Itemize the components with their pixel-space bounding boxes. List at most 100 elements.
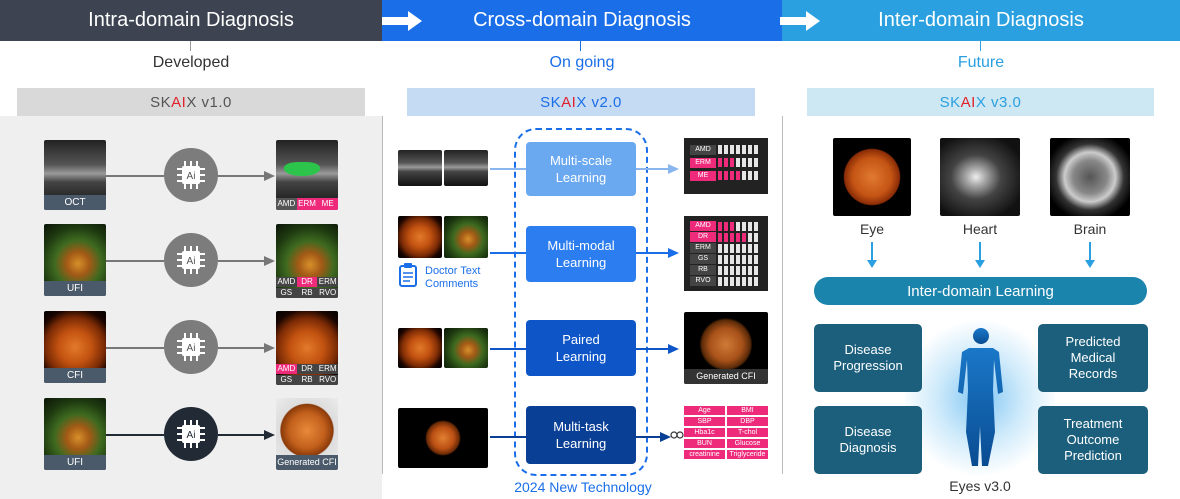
tag-me: ME [317, 198, 338, 210]
organ-eye-label: Eye [859, 221, 885, 237]
new-technology-frame [514, 128, 648, 476]
stage-2-header: Cross-domain Diagnosis [382, 0, 782, 41]
tag-gs: GS [276, 375, 297, 385]
heart-image [940, 138, 1020, 216]
metric-sbp: SBP [684, 417, 725, 426]
bar-dr: DR [690, 232, 716, 242]
cfi-pair-image [398, 216, 442, 258]
down-arrow-icon [867, 242, 877, 268]
inter-domain-learning-bar: Inter-domain Learning [814, 277, 1147, 305]
metric-hba1c: Hba1c [684, 428, 725, 437]
tag-erm: ERM [317, 277, 338, 287]
treatment-outcome-label: Treatment Outcome Prediction [1063, 416, 1123, 463]
ai-chip-icon: Ai [164, 407, 218, 461]
tag-erm: ERM [317, 364, 338, 374]
bar-gs: GS [690, 254, 716, 264]
ai-label: Ai [187, 343, 196, 354]
paired-learning-box: Paired Learning [526, 320, 636, 376]
scale-output-bars: AMD ERM ME [684, 138, 768, 194]
ufi-input-image: UFI [44, 224, 106, 296]
multi-task-learning-box: Multi-task Learning [526, 406, 636, 464]
ufi-pair-image [444, 328, 488, 368]
stage-1-title: Intra-domain Diagnosis [88, 9, 294, 31]
tag-rb: RB [296, 375, 318, 385]
version-1-pre: SK [150, 93, 172, 111]
metric-glucose: Glucose [727, 439, 768, 448]
version-1-post: X v1.0 [186, 93, 232, 111]
cfi-label: CFI [44, 368, 106, 383]
cfi-pair-image [398, 328, 442, 368]
bar-rb: RB [690, 265, 716, 275]
tag-rb: RB [296, 288, 318, 298]
stage-3-title: Inter-domain Diagnosis [878, 9, 1084, 31]
gender-icon [670, 431, 684, 439]
stage-arrow-icon [780, 11, 820, 31]
eye-image [833, 138, 911, 216]
ai-chip-icon: Ai [164, 233, 218, 287]
stage-1-status: Developed [152, 54, 230, 71]
stage-1-header: Intra-domain Diagnosis [0, 0, 382, 41]
organ-heart-label: Heart [962, 221, 998, 237]
organ-brain-label: Brain [1073, 221, 1107, 237]
bar-rvo: RVO [690, 276, 716, 286]
stage-3-header: Inter-domain Diagnosis [782, 0, 1180, 41]
inter-domain-label: Inter-domain Learning [907, 282, 1054, 300]
multi-scale-learning-box: Multi-scale Learning [526, 142, 636, 196]
ufi-pair-image [444, 216, 488, 258]
predicted-records-label: Predicted Medical Records [1065, 334, 1121, 381]
disease-progression-label: Disease Progression [833, 342, 903, 373]
version-3-ai: AI [960, 93, 976, 111]
modal-output-bars: AMD DR ERM GS RB RVO [684, 216, 768, 291]
ufi-label: UFI [44, 281, 106, 296]
bar-erm: ERM [690, 157, 716, 168]
metric-triglyceride: Triglyceride [727, 450, 768, 459]
down-arrow-icon [975, 242, 985, 268]
paired-label: Paired Learning [555, 332, 607, 364]
stage-3-status: Future [957, 54, 1005, 71]
bar-me: ME [690, 170, 716, 181]
disease-diagnosis-box: Disease Diagnosis [814, 406, 922, 474]
tag-amd: AMD [276, 364, 297, 374]
oct-pair-image-1 [398, 150, 442, 186]
metric-bun: BUN [684, 439, 725, 448]
human-body-icon [958, 328, 1003, 466]
generated-cfi-label: Generated CFI [684, 369, 768, 384]
stage-arrow-icon [382, 11, 422, 31]
version-3-pre: SK [939, 93, 961, 111]
ai-label: Ai [187, 171, 196, 182]
predicted-records-box: Predicted Medical Records [1038, 324, 1148, 392]
disease-progression-box: Disease Progression [814, 324, 922, 392]
ai-chip-icon: Ai [164, 320, 218, 374]
bar-amd: AMD [690, 144, 716, 155]
ufi-label: UFI [44, 455, 106, 470]
oct-input-image: OCT [44, 140, 106, 210]
new-technology-caption: 2024 New Technology [514, 479, 652, 495]
ai-label: Ai [187, 430, 196, 441]
tag-erm: ERM [296, 198, 318, 210]
cfi-image [398, 408, 488, 468]
metric-age: Age [684, 406, 725, 415]
brain-image [1050, 138, 1130, 216]
tag-amd: AMD [276, 277, 297, 287]
metric-bmi: BMI [727, 406, 768, 415]
bar-amd: AMD [690, 221, 716, 231]
ai-chip-icon: Ai [164, 148, 218, 202]
generated-cfi-output: Generated CFI [684, 312, 768, 384]
clipboard-icon [399, 263, 417, 287]
multi-modal-label: Multi-modal Learning [547, 238, 615, 270]
tag-gs: GS [276, 288, 297, 298]
version-2-ai: AI [561, 93, 577, 111]
version-3-post: X v3.0 [975, 93, 1022, 111]
treatment-outcome-box: Treatment Outcome Prediction [1038, 406, 1148, 474]
tag-amd: AMD [276, 198, 297, 210]
oct-label: OCT [44, 195, 106, 210]
tag-dr: DR [296, 277, 318, 287]
multi-modal-learning-box: Multi-modal Learning [526, 226, 636, 282]
tag-rvo: RVO [317, 288, 338, 298]
doctor-text-label: Doctor Text Comments [425, 265, 481, 290]
stage-2-title: Cross-domain Diagnosis [473, 9, 691, 31]
generated-cfi-image: Generated CFI [276, 398, 338, 470]
